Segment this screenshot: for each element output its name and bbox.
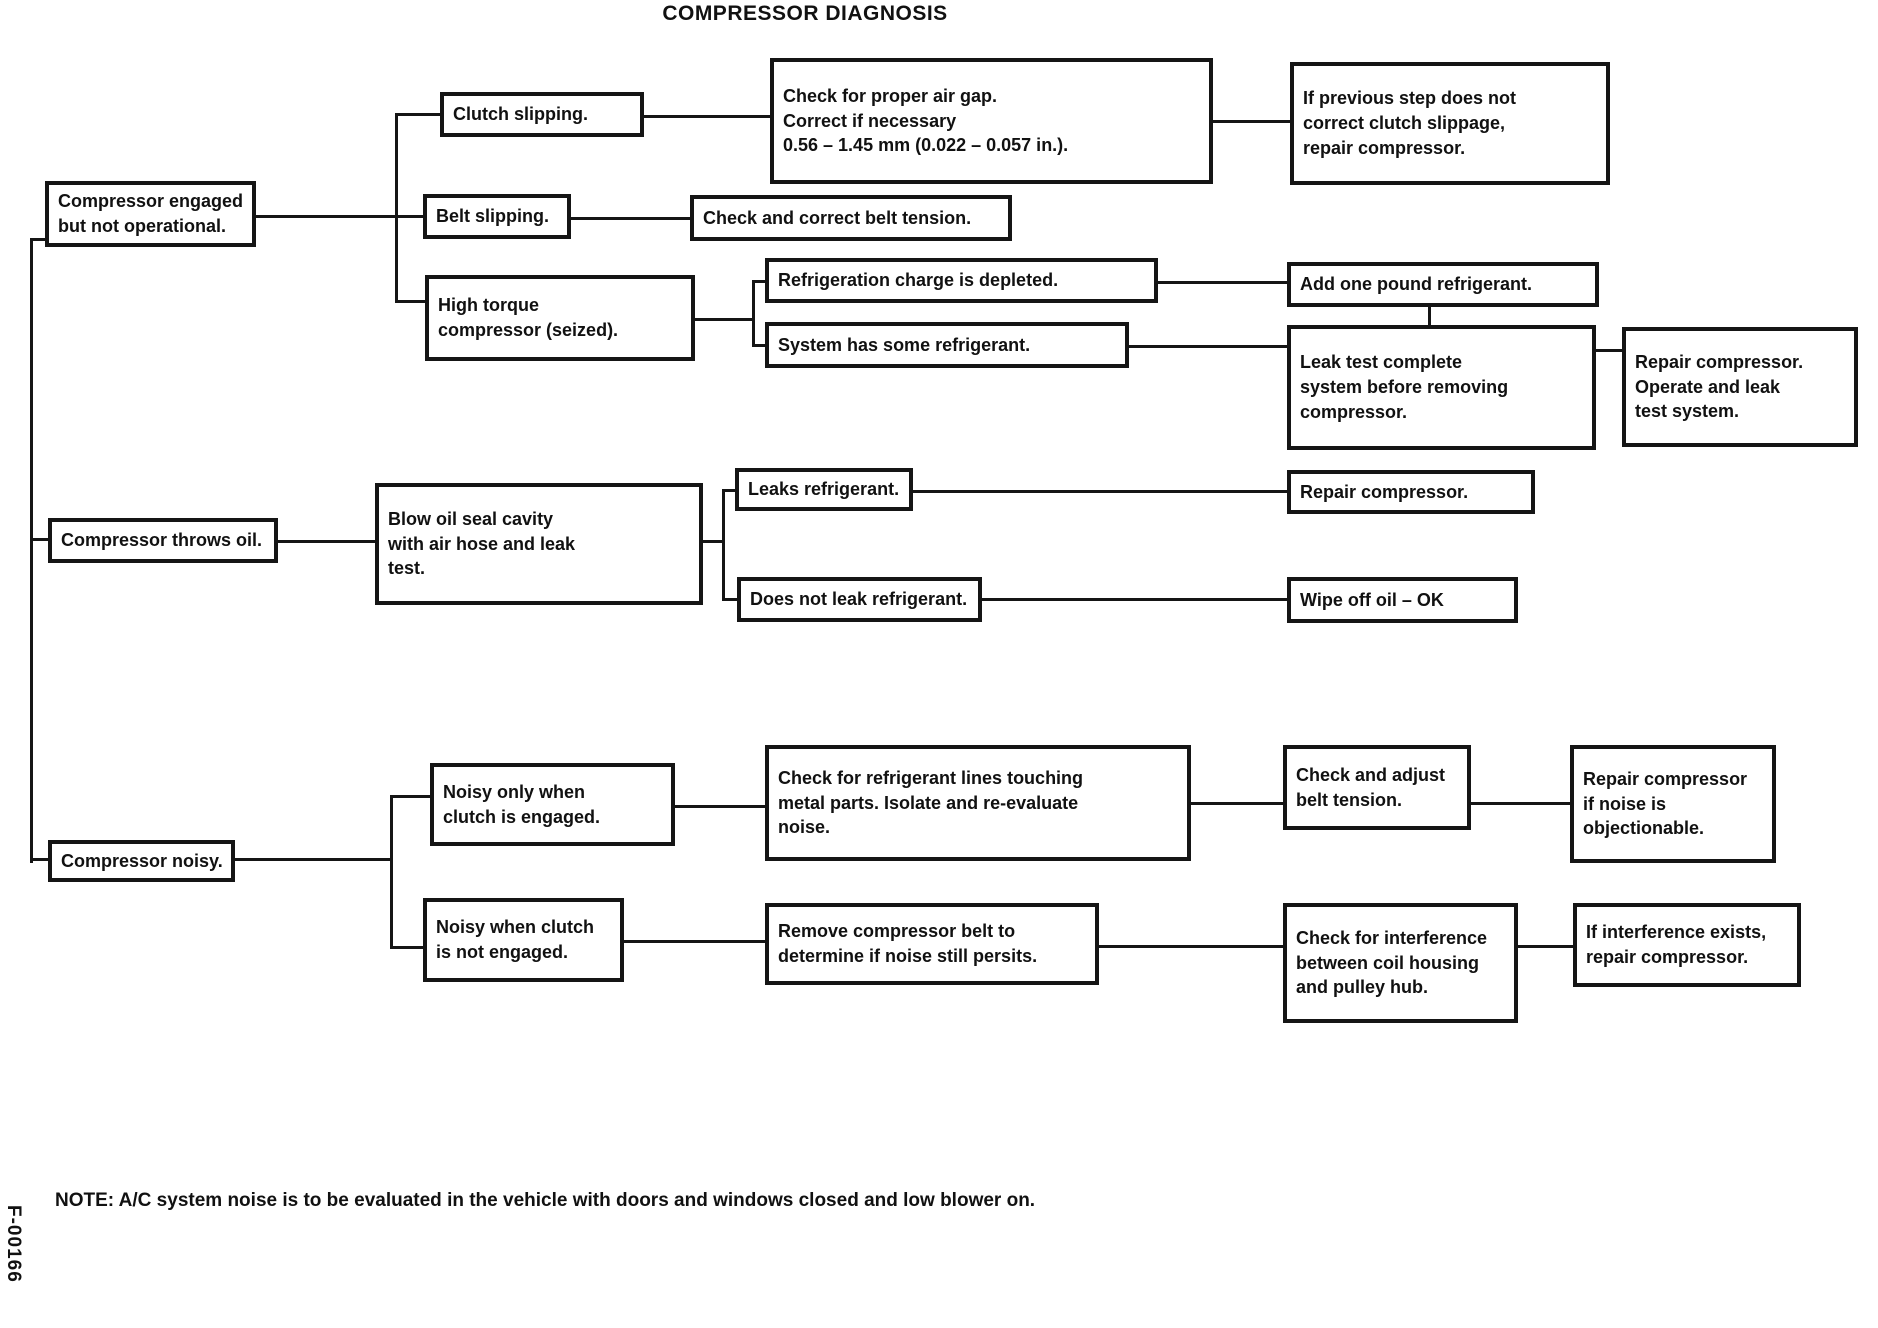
node-high-torque: High torque compressor (seized). (425, 275, 695, 361)
connector-airgap-to-repair (1213, 120, 1290, 123)
node-repair-if-not-corrected: If previous step does not correct clutch… (1290, 62, 1610, 185)
node-repair-if-objectionable: Repair compressor if noise is objectiona… (1570, 745, 1776, 863)
connector-depleted-to-add (1158, 281, 1287, 284)
connector-leaktest-to-repair (1596, 349, 1622, 352)
node-compressor-noisy: Compressor noisy. (48, 840, 235, 882)
connector-adjust-to-repair (1471, 802, 1570, 805)
connector-clutch-to-airgap (644, 115, 770, 118)
node-charge-depleted: Refrigeration charge is depleted. (765, 258, 1158, 303)
node-check-air-gap: Check for proper air gap. Correct if nec… (770, 58, 1213, 184)
connector-stub-throws-oil (30, 538, 50, 541)
connector-to-noisy-not-engaged (390, 946, 423, 949)
note-text: NOTE: A/C system noise is to be evaluate… (55, 1190, 1036, 1211)
connector-hightorque-to-bracket (695, 318, 752, 321)
node-correct-belt-tension: Check and correct belt tension. (690, 195, 1012, 241)
figure-code: F-00166 (3, 1205, 24, 1283)
connector-bracket1-vertical (752, 280, 755, 347)
connector-branch1-vertical (395, 113, 398, 303)
connector-hasrefrig-to-leaktest (1129, 345, 1287, 348)
connector-engaged-to-lines (675, 805, 765, 808)
connector-to-high-torque (395, 300, 425, 303)
connector-stub-engaged (30, 238, 47, 241)
page-title: COMPRESSOR DIAGNOSIS (662, 2, 948, 25)
connector-add-to-leaktest (1428, 304, 1431, 328)
node-check-lines-touching: Check for refrigerant lines touching met… (765, 745, 1191, 861)
node-belt-slipping: Belt slipping. (423, 194, 571, 239)
node-has-some-refrigerant: System has some refrigerant. (765, 322, 1129, 368)
node-remove-belt: Remove compressor belt to determine if n… (765, 903, 1099, 985)
node-leaks-refrigerant: Leaks refrigerant. (735, 468, 913, 511)
node-noisy-clutch-engaged: Noisy only when clutch is engaged. (430, 763, 675, 846)
node-repair-if-interference: If interference exists, repair compresso… (1573, 903, 1801, 987)
connector-bracket3-vertical (390, 795, 393, 949)
connector-stub-noisy (30, 858, 50, 861)
connector-spine-line (30, 238, 33, 863)
connector-interference-to-repair (1518, 945, 1573, 948)
connector-throwsoil-to-blow (278, 540, 375, 543)
connector-bracket2-vertical (722, 489, 725, 601)
connector-noisy-to-bracket (235, 858, 390, 861)
connector-to-clutch-slipping (395, 113, 440, 116)
connector-notengaged-to-removebelt (624, 940, 765, 943)
connector-blow-to-bracket (703, 540, 722, 543)
connector-to-charge-depleted (752, 280, 765, 283)
node-adjust-belt-tension: Check and adjust belt tension. (1283, 745, 1471, 830)
connector-to-noisy-engaged (390, 795, 430, 798)
connector-to-leaks (722, 489, 735, 492)
connector-to-has-refrigerant (752, 344, 765, 347)
node-repair-compressor: Repair compressor. (1287, 470, 1535, 514)
node-check-interference: Check for interference between coil hous… (1283, 903, 1518, 1023)
connector-noleak-to-wipe (982, 598, 1287, 601)
node-clutch-slipping: Clutch slipping. (440, 92, 644, 137)
connector-leaks-to-repair (913, 490, 1287, 493)
connector-removebelt-to-interference (1099, 945, 1283, 948)
node-repair-and-leak-test: Repair compressor. Operate and leak test… (1622, 327, 1858, 447)
node-leak-test-system: Leak test complete system before removin… (1287, 325, 1596, 450)
node-noisy-clutch-not-engaged: Noisy when clutch is not engaged. (423, 898, 624, 982)
connector-to-noleak (722, 598, 737, 601)
node-does-not-leak: Does not leak refrigerant. (737, 577, 982, 622)
connector-engaged-to-branch (255, 215, 423, 218)
node-blow-oil-seal: Blow oil seal cavity with air hose and l… (375, 483, 703, 605)
connector-belt-to-tension (571, 217, 690, 220)
node-wipe-off-oil: Wipe off oil – OK (1287, 577, 1518, 623)
node-compressor-engaged: Compressor engaged but not operational. (45, 181, 256, 247)
node-compressor-throws-oil: Compressor throws oil. (48, 518, 278, 563)
connector-lines-to-adjust (1191, 802, 1283, 805)
node-add-refrigerant: Add one pound refrigerant. (1287, 262, 1599, 307)
